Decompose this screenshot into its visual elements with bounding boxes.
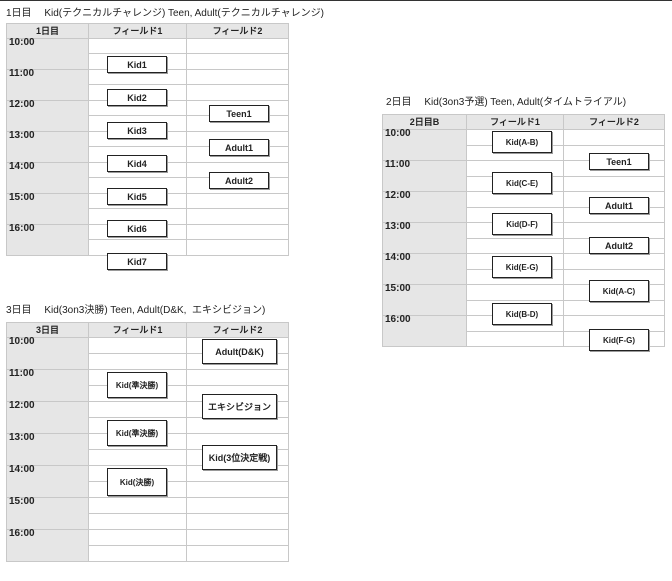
day2-event-adult2[interactable]: Adult2 (589, 237, 649, 254)
day2-heading: 2日目 Kid(3on3予選) Teen, Adult(タイムトライアル) (386, 97, 627, 108)
day1-event-kid6[interactable]: Kid6 (107, 220, 167, 237)
day2-event-kid-b-d[interactable]: Kid(B-D) (492, 303, 552, 325)
day1-time-1600: 16:00 (6, 224, 89, 256)
day1-event-kid5[interactable]: Kid5 (107, 188, 167, 205)
day2-event-kid-a-c[interactable]: Kid(A-C) (589, 280, 649, 302)
day2-time-1400: 14:00 (382, 253, 467, 285)
day3-heading: 3日目 Kid(3on3決勝) Teen, Adult(D&K, エキシビジョン… (6, 305, 266, 316)
day1-event-kid1[interactable]: Kid1 (107, 56, 167, 73)
day1-time-1200: 12:00 (6, 100, 89, 132)
day3-event-exhibition[interactable]: エキシビジョン (202, 394, 277, 419)
day1-event-kid3[interactable]: Kid3 (107, 122, 167, 139)
day3-event-kid-final[interactable]: Kid(決勝) (107, 468, 167, 496)
day1-event-teen1[interactable]: Teen1 (209, 105, 269, 122)
day2-event-kid-e-g[interactable]: Kid(E-G) (492, 256, 552, 278)
day3-time-1000: 10:00 (6, 337, 89, 370)
day3-time-1300: 13:00 (6, 433, 89, 466)
day2-corner-header: 2日目B (382, 114, 467, 130)
day2-event-kid-a-b[interactable]: Kid(A-B) (492, 131, 552, 153)
day1-heading: 1日目 Kid(テクニカルチャレンジ) Teen, Adult(テクニカルチャレ… (6, 8, 324, 19)
day2-field1-header: フィールド1 (466, 114, 564, 130)
day3-event-kid-semifinal-1[interactable]: Kid(準決勝) (107, 372, 167, 398)
day1-event-kid2[interactable]: Kid2 (107, 89, 167, 106)
day3-time-1100: 11:00 (6, 369, 89, 402)
day1-time-1300: 13:00 (6, 131, 89, 163)
day3-time-1600: 16:00 (6, 529, 89, 562)
day3-time-1200: 12:00 (6, 401, 89, 434)
day2-time-1100: 11:00 (382, 160, 467, 192)
day1-time-1100: 11:00 (6, 69, 89, 101)
day2-time-1000: 10:00 (382, 129, 467, 161)
day1-time-1400: 14:00 (6, 162, 89, 194)
day3-field2-header: フィールド2 (186, 322, 289, 338)
day2-time-1200: 12:00 (382, 191, 467, 223)
day1-field1-header: フィールド1 (88, 23, 187, 39)
day3-event-kid-third-place[interactable]: Kid(3位決定戦) (202, 445, 277, 470)
day3-event-adult-dk[interactable]: Adult(D&K) (202, 339, 277, 364)
day3-time-1400: 14:00 (6, 465, 89, 498)
day2-event-kid-f-g[interactable]: Kid(F-G) (589, 329, 649, 351)
day2-event-teen1[interactable]: Teen1 (589, 153, 649, 170)
day2-field2-header: フィールド2 (563, 114, 665, 130)
day2-event-kid-d-f[interactable]: Kid(D-F) (492, 213, 552, 235)
day2-time-1300: 13:00 (382, 222, 467, 254)
day1-time-1500: 15:00 (6, 193, 89, 225)
day2-event-adult1[interactable]: Adult1 (589, 197, 649, 214)
day3-field1-header: フィールド1 (88, 322, 187, 338)
day3-time-1500: 15:00 (6, 497, 89, 530)
day3-event-kid-semifinal-2[interactable]: Kid(準決勝) (107, 420, 167, 446)
day1-event-kid4[interactable]: Kid4 (107, 155, 167, 172)
day1-corner-header: 1日目 (6, 23, 89, 39)
day2-time-1500: 15:00 (382, 284, 467, 316)
day2-event-kid-c-e[interactable]: Kid(C-E) (492, 172, 552, 194)
day3-corner-header: 3日目 (6, 322, 89, 338)
day3-schedule-table: 3日目 フィールド1 フィールド2 10:00 11:00 12:00 13:0… (6, 322, 289, 562)
day1-event-adult1[interactable]: Adult1 (209, 139, 269, 156)
day1-event-kid7[interactable]: Kid7 (107, 253, 167, 270)
day2-time-1600: 16:00 (382, 315, 467, 347)
top-border (0, 0, 672, 1)
day1-event-adult2[interactable]: Adult2 (209, 172, 269, 189)
day1-time-1000: 10:00 (6, 38, 89, 70)
day1-field2-header: フィールド2 (186, 23, 289, 39)
